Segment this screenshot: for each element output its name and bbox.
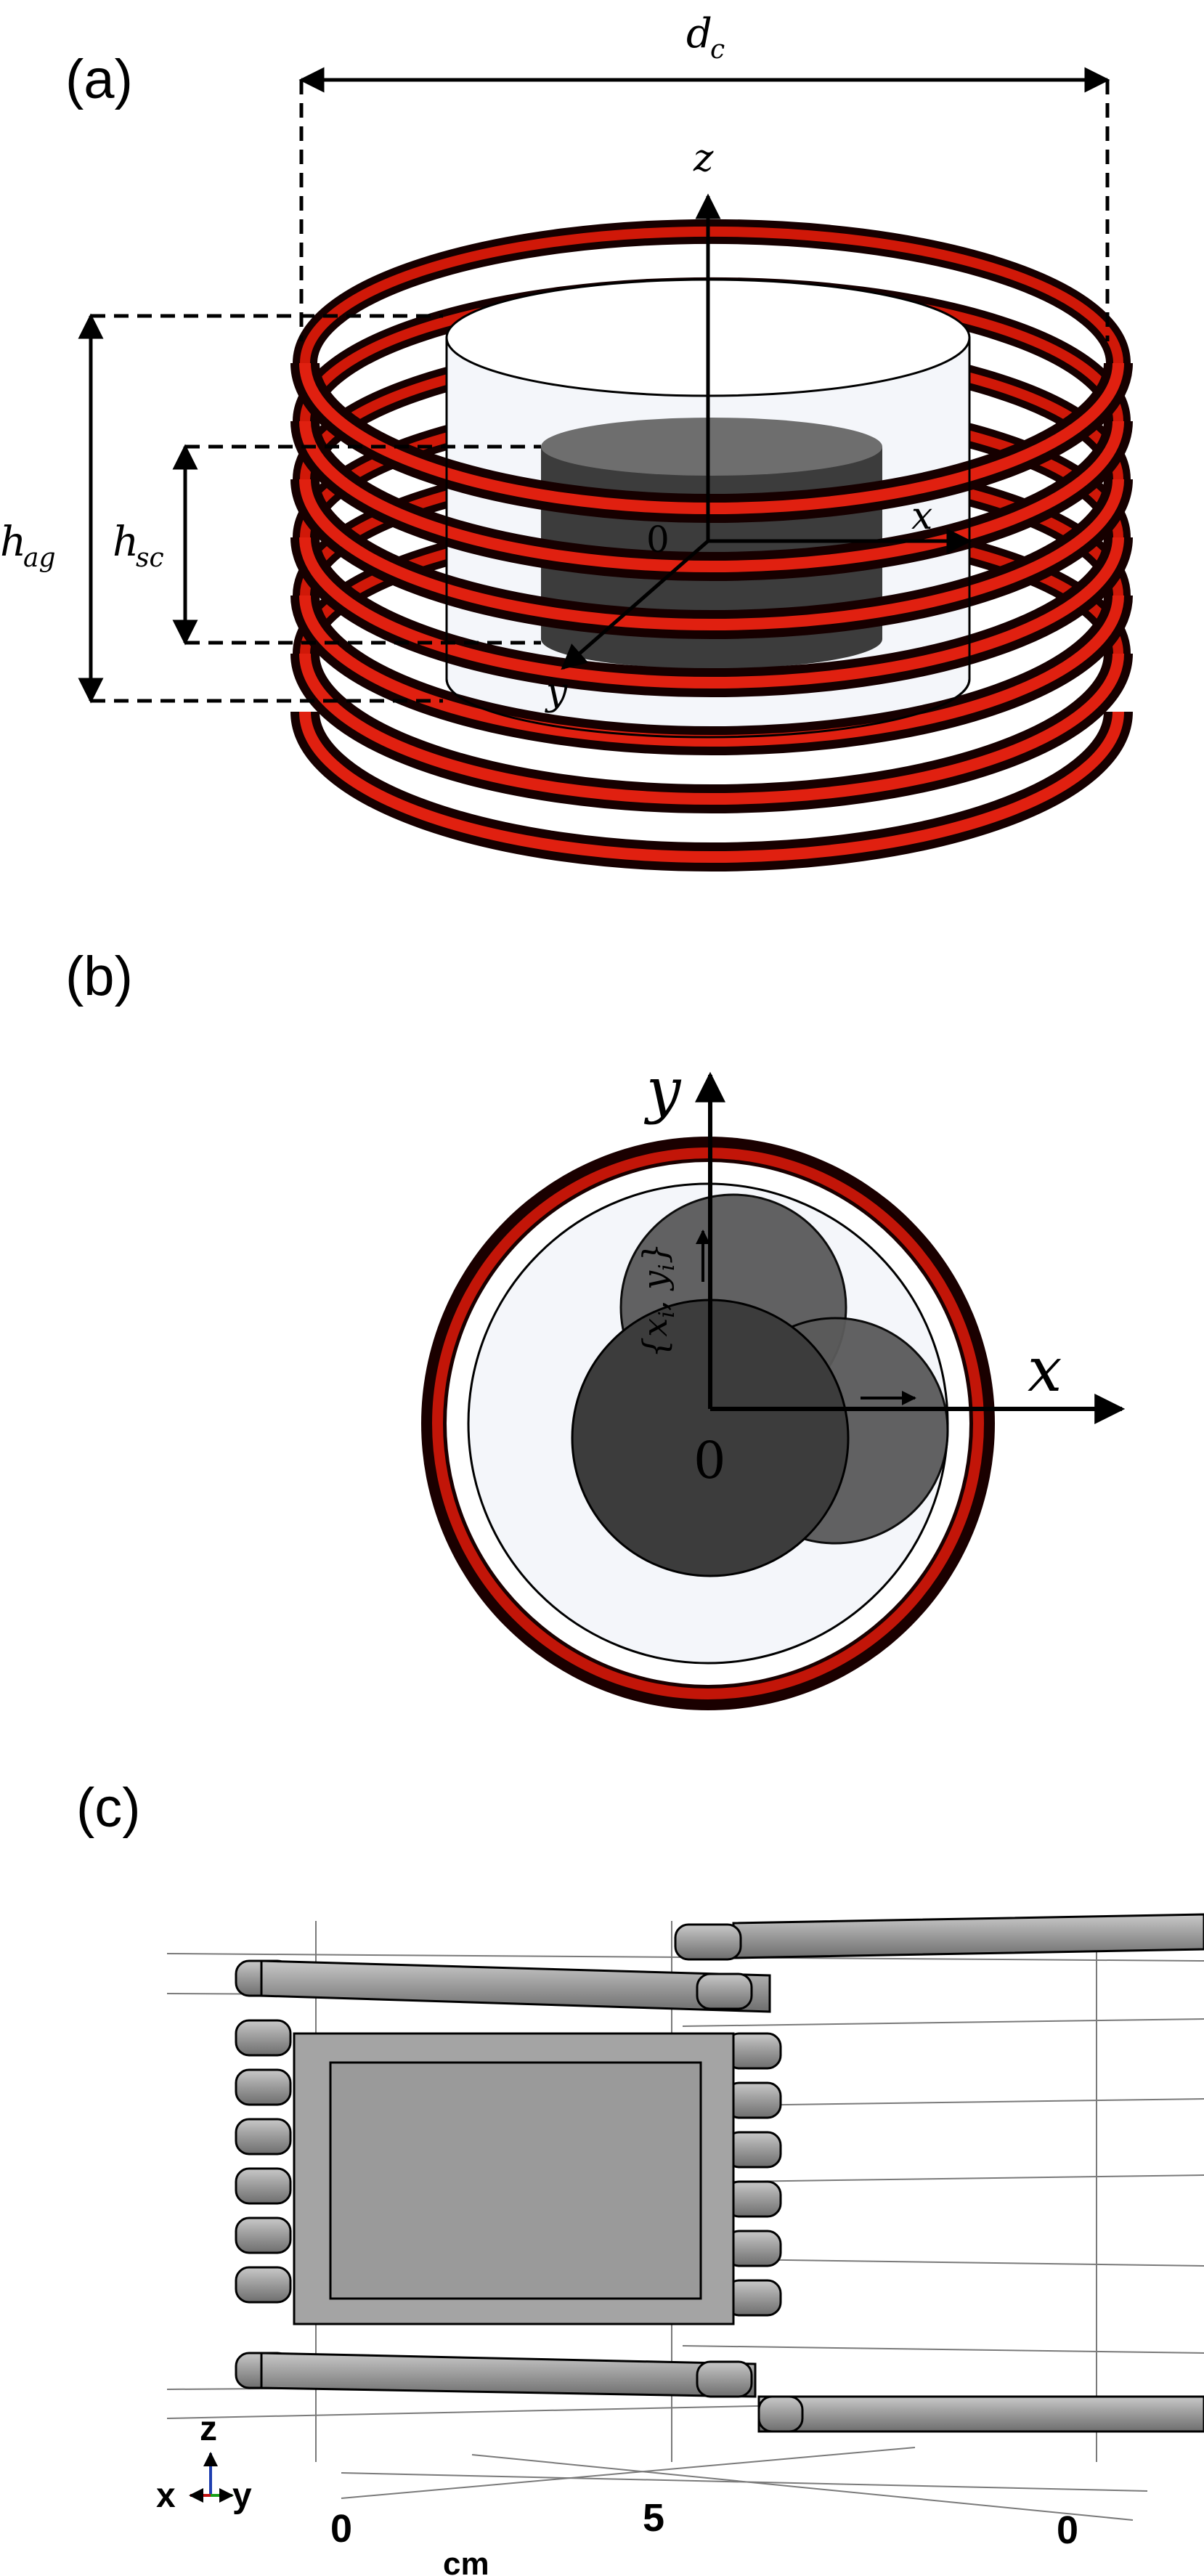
axes-a	[561, 193, 972, 670]
panel-c: (c)	[76, 1777, 1204, 2576]
scale-tick-0b: 0	[1057, 2508, 1078, 2552]
dim-hsc-label: h	[113, 519, 139, 566]
scale-tick-5: 5	[643, 2496, 664, 2540]
sample-block-c	[329, 2061, 702, 2300]
panel-a-label: (a)	[65, 49, 133, 110]
dim-dc-subscript: c	[710, 35, 725, 65]
scale-tick-0a: 0	[330, 2507, 352, 2551]
axis-x-label-b: x	[1028, 1334, 1062, 1405]
panel-c-label: (c)	[76, 1777, 141, 1839]
coil-front-turns	[290, 362, 1133, 871]
scale-unit-label: cm	[443, 2546, 489, 2576]
panel-a: (a)	[0, 10, 1133, 871]
axis-x-label: x	[911, 495, 932, 538]
container-front-overlay	[445, 338, 971, 739]
coord-label-b: {xi, yi}	[635, 1243, 680, 1358]
panel-b-label: (b)	[65, 946, 133, 1007]
dim-dc: d c	[298, 10, 1110, 341]
triad-y-label: y	[232, 2477, 252, 2515]
dim-hsc: h sc	[113, 444, 541, 646]
dim-hag-label: h	[0, 519, 26, 566]
triad-x-label: x	[156, 2477, 176, 2515]
coil-cross-section-right	[696, 1972, 782, 2398]
origin-label-b: 0	[693, 1431, 726, 1490]
coil-cross-section-left	[235, 1959, 292, 2389]
dim-hag-subscript: ag	[23, 543, 56, 573]
dim-hsc-subscript: sc	[136, 543, 164, 573]
triad-z-label: z	[200, 2410, 217, 2448]
axis-y-label-b: y	[643, 1055, 682, 1126]
svg-text:{xi, yi}: {xi, yi}	[635, 1243, 680, 1358]
dim-dc-label: d	[686, 10, 712, 57]
axis-z-label: z	[693, 137, 714, 180]
dim-hag: h ag	[0, 313, 443, 704]
axis-y-line	[561, 540, 709, 670]
orientation-triad: z x y	[156, 2410, 252, 2515]
axis-y-label: y	[545, 670, 568, 714]
panel-b: (b) y x 0 {xi, yi}	[65, 946, 1126, 1710]
origin-label-a: 0	[646, 519, 670, 561]
coil-long-conductors	[260, 1913, 1204, 2433]
